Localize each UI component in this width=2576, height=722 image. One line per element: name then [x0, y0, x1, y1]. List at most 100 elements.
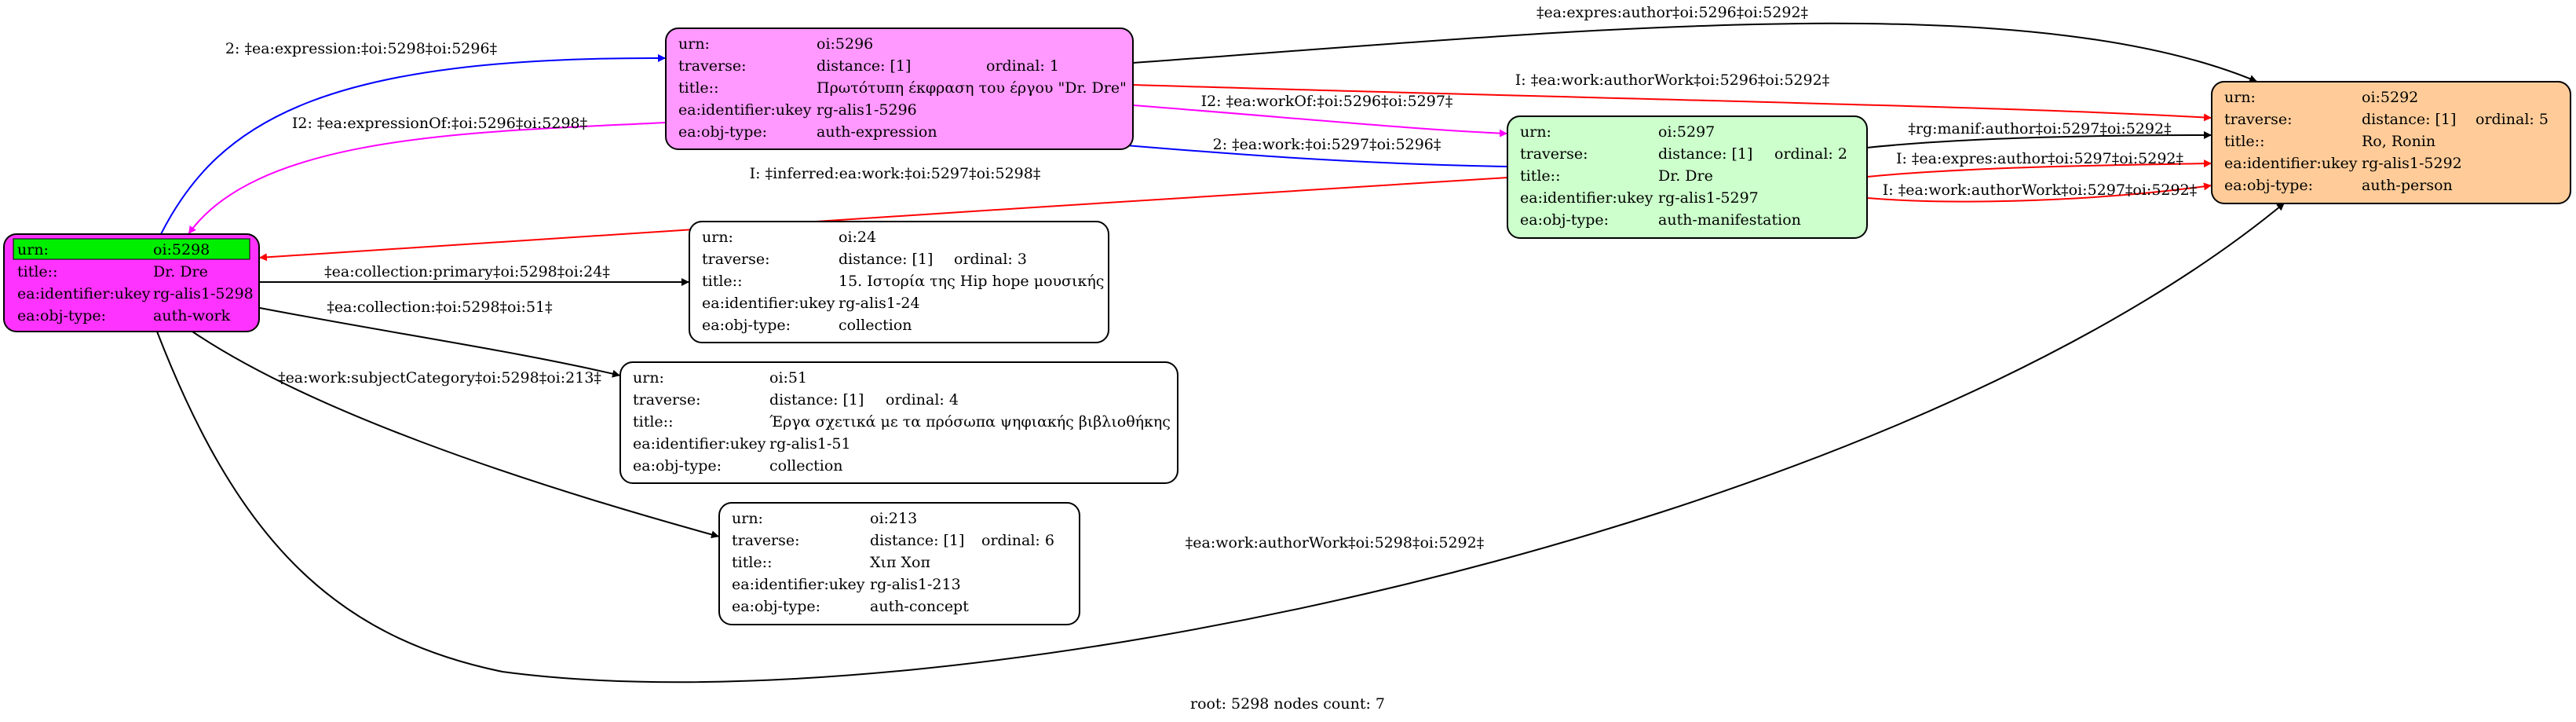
- node-field-key: ea:identifier:ukey: [702, 295, 835, 312]
- node-field-key: traverse:: [1520, 145, 1588, 163]
- node-field-value: Ro, Ronin: [2362, 133, 2435, 150]
- node-n213[interactable]: urn: oi:213 traverse: distance: [1] ordinal:…: [718, 502, 1080, 625]
- edge-label: I2: ‡ea:workOf:‡oi:5296‡oi:5297‡: [1201, 93, 1453, 110]
- edge-line: [1106, 140, 1508, 167]
- edge-label: ‡ea:expres:author‡oi:5296‡oi:5292‡: [1536, 4, 1808, 21]
- node-field-value: distance: [1]: [769, 391, 864, 409]
- node-field-key: urn:: [2224, 89, 2256, 106]
- node-field-key: ea:identifier:ukey: [633, 435, 766, 453]
- node-field-value: oi:5296: [817, 35, 873, 53]
- node-field-value: Έργα σχετικά με τα πρόσωπα ψηφιακής βιβλ…: [769, 413, 1171, 431]
- edge-line: [1132, 84, 2212, 122]
- edges-layer: 2: ‡ea:expression:‡oi:5298‡oi:5296‡ I2: ‡…: [156, 4, 2286, 684]
- node-box: [718, 502, 1080, 625]
- node-field-key: ea:obj-type:: [633, 457, 722, 475]
- edge-line: [188, 122, 667, 235]
- node-field-value: oi:5297: [1658, 123, 1715, 141]
- node-field-key: ea:identifier:ukey: [1520, 189, 1653, 207]
- edge-line: [192, 331, 720, 539]
- node-field-key: ea:obj-type:: [17, 307, 106, 324]
- edge-e14: ‡ea:work:authorWork‡oi:5298‡oi:5292‡: [156, 202, 2286, 684]
- node-box: [619, 361, 1178, 484]
- edge-label: I: ‡ea:expres:author‡oi:5297‡oi:5292‡: [1896, 150, 2183, 167]
- edge-label: I: ‡ea:work:authorWork‡oi:5296‡oi:5292‡: [1515, 71, 1829, 89]
- edge-label: ‡ea:work:subjectCategory‡oi:5298‡oi:213‡: [278, 369, 601, 387]
- node-field-value: distance: [1]: [817, 57, 911, 75]
- node-field-value: rg-alis1-24: [839, 295, 920, 312]
- edge-label: I2: ‡ea:expressionOf:‡oi:5296‡oi:5298‡: [292, 115, 587, 132]
- node-field-value: 15. Ιστορία της Hip hope μουσικής: [839, 273, 1104, 290]
- node-field-key: title::: [702, 273, 742, 290]
- node-field-value: distance: [1]: [839, 251, 933, 268]
- node-field-value: Dr. Dre: [1658, 167, 1713, 185]
- edge-label: 2: ‡ea:expression:‡oi:5298‡oi:5296‡: [225, 40, 497, 57]
- edge-line: [1866, 131, 2212, 148]
- edge-e9: I: ‡ea:expres:author‡oi:5297‡oi:5292‡: [1866, 150, 2212, 178]
- edge-line: [156, 202, 2286, 684]
- node-field-key: urn:: [17, 241, 49, 258]
- node-field-key: urn:: [1520, 123, 1551, 141]
- node-field-key: traverse:: [678, 57, 747, 75]
- node-field-value: distance: [1]: [2362, 111, 2456, 128]
- node-field-extra: ordinal: 2: [1774, 145, 1847, 163]
- edge-e2: I2: ‡ea:expressionOf:‡oi:5296‡oi:5298‡: [188, 115, 667, 235]
- node-field-extra: ordinal: 6: [981, 532, 1054, 549]
- node-field-value: Πρωτότυπη έκφραση του έργου "Dr. Dre": [817, 79, 1127, 97]
- footer-caption: root: 5298 nodes count: 7: [1190, 695, 1385, 713]
- node-field-key: ea:obj-type:: [678, 123, 767, 141]
- node-field-value: collection: [839, 317, 912, 334]
- node-field-value: rg-alis1-5292: [2362, 155, 2462, 172]
- node-field-extra: ordinal: 5: [2476, 111, 2549, 128]
- node-field-value: distance: [1]: [1658, 145, 1752, 163]
- node-field-key: traverse:: [732, 532, 800, 549]
- edge-line: [1866, 182, 2212, 203]
- node-field-value: rg-alis1-5298: [153, 285, 254, 302]
- node-field-value: oi:51: [769, 369, 807, 387]
- node-field-key: traverse:: [633, 391, 701, 409]
- node-field-value: oi:213: [870, 510, 917, 527]
- node-field-value: rg-alis1-51: [769, 435, 851, 453]
- node-field-key: ea:obj-type:: [1520, 211, 1609, 229]
- node-field-key: title::: [633, 413, 673, 431]
- node-n51[interactable]: urn: oi:51 traverse: distance: [1] ordinal: …: [619, 361, 1178, 484]
- node-field-value: auth-concept: [870, 598, 969, 615]
- node-box: [1507, 115, 1868, 239]
- node-field-key: title::: [732, 554, 772, 571]
- edge-e13: ‡ea:work:subjectCategory‡oi:5298‡oi:213‡: [192, 331, 720, 539]
- node-field-key: ea:identifier:ukey: [2224, 155, 2358, 172]
- node-field-value: auth-work: [153, 307, 231, 324]
- node-field-value: distance: [1]: [870, 532, 964, 549]
- urn-highlight-cell: [13, 238, 250, 260]
- node-field-key: title::: [17, 263, 57, 280]
- node-field-key: title::: [678, 79, 718, 97]
- node-field-value: auth-person: [2362, 177, 2453, 194]
- node-field-key: ea:obj-type:: [2224, 177, 2313, 194]
- node-box: [2211, 81, 2571, 204]
- node-field-value: oi:24: [839, 229, 876, 246]
- node-field-key: urn:: [732, 510, 763, 527]
- node-field-key: urn:: [633, 369, 664, 387]
- node-field-value: auth-manifestation: [1658, 211, 1801, 229]
- edge-label: ‡rg:manif:author‡oi:5297‡oi:5292‡: [1908, 120, 2171, 137]
- node-box: [689, 221, 1109, 343]
- node-field-key: traverse:: [702, 251, 770, 268]
- node-field-value: collection: [769, 457, 843, 475]
- node-field-value: Χιπ Χοπ: [870, 554, 930, 571]
- edge-line: [1132, 22, 2258, 82]
- node-n5297[interactable]: urn: oi:5297 traverse: distance: [1] ordinal…: [1507, 115, 1868, 239]
- edge-line: [1132, 104, 1508, 137]
- node-field-key: ea:identifier:ukey: [678, 101, 812, 119]
- node-field-extra: ordinal: 4: [886, 391, 959, 409]
- node-field-key: ea:obj-type:: [702, 317, 791, 334]
- node-field-key: title::: [2224, 133, 2264, 150]
- node-field-key: title::: [1520, 167, 1560, 185]
- node-field-extra: ordinal: 1: [986, 57, 1059, 75]
- node-field-extra: ordinal: 3: [954, 251, 1027, 268]
- edge-e3: ‡ea:expres:author‡oi:5296‡oi:5292‡: [1132, 4, 2258, 82]
